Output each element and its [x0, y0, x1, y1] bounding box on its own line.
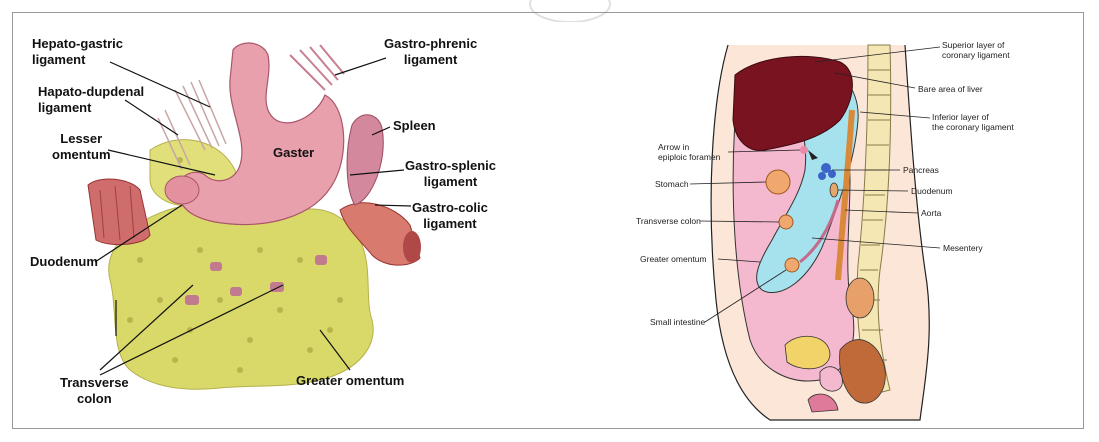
label-text: Inferior layer of the coronary ligament [932, 112, 1014, 132]
label-arrow-in-epiploic-foramen: Arrow in epiploic foramen [658, 142, 720, 162]
label-transverse-colon: Transverse colon [636, 216, 701, 226]
duodenum-shape [830, 183, 838, 197]
label-text: Transverse colon [636, 216, 701, 226]
small-intestine-shape [785, 258, 799, 272]
label-text: Bare area of liver [918, 84, 983, 94]
label-text: Arrow in epiploic foramen [658, 142, 720, 162]
label-small-intestine: Small intestine [650, 317, 705, 327]
label-mesentery: Mesentery [943, 243, 983, 253]
label-text: Aorta [921, 208, 941, 218]
label-text: Duodenum [911, 186, 953, 196]
label-pancreas: Pancreas [903, 165, 939, 175]
label-bare-area-of-liver: Bare area of liver [918, 84, 983, 94]
label-text: Pancreas [903, 165, 939, 175]
epiploic-foramen-marker [800, 146, 808, 154]
label-text: Greater omentum [640, 254, 707, 264]
label-stomach: Stomach [655, 179, 689, 189]
label-greater-omentum: Greater omentum [640, 254, 707, 264]
label-text: Small intestine [650, 317, 705, 327]
label-text: Superior layer of coronary ligament [942, 40, 1010, 60]
label-superior-layer-coronary-ligament: Superior layer of coronary ligament [942, 40, 1010, 60]
label-duodenum: Duodenum [911, 186, 953, 196]
label-aorta: Aorta [921, 208, 941, 218]
label-text: Mesentery [943, 243, 983, 253]
stomach-shape [766, 170, 790, 194]
label-text: Stomach [655, 179, 689, 189]
label-inferior-layer-coronary-ligament: Inferior layer of the coronary ligament [932, 112, 1014, 132]
transverse-colon-shape [779, 215, 793, 229]
